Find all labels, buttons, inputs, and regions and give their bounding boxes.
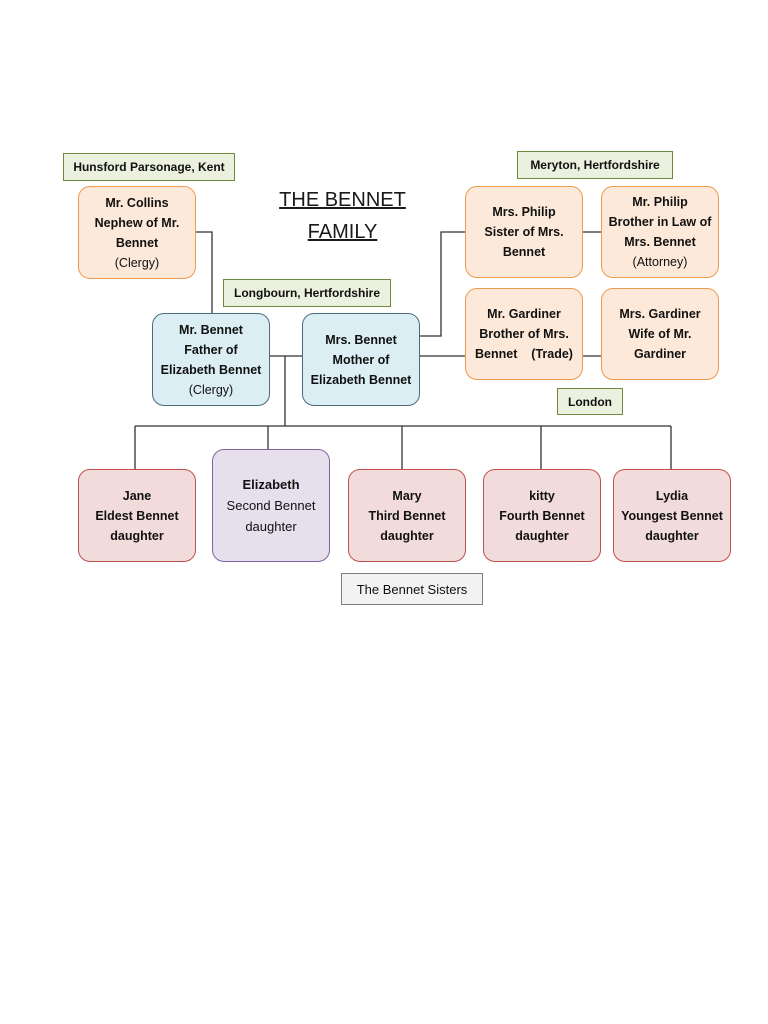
location-meryton: Meryton, Hertfordshire bbox=[517, 151, 673, 179]
sister-jane: Jane Eldest Bennet daughter bbox=[78, 469, 196, 562]
person-relation: Wife of Mr. bbox=[628, 327, 692, 341]
person-relation: Nephew of Mr. bbox=[94, 215, 180, 230]
sister-lydia: Lydia Youngest Bennet daughter bbox=[613, 469, 731, 562]
person-mr-gardiner: Mr. Gardiner Brother of Mrs. Bennet (Tra… bbox=[465, 288, 583, 380]
sister-description: Eldest Bennet bbox=[95, 508, 179, 523]
location-hunsford: Hunsford Parsonage, Kent bbox=[63, 153, 235, 181]
sister-elizabeth: Elizabeth Second Bennet daughter bbox=[212, 449, 330, 562]
person-relation: Brother of Mrs. bbox=[479, 327, 569, 341]
person-mrs-bennet: Mrs. Bennet Mother of Elizabeth Bennet bbox=[302, 313, 420, 406]
person-relation: Elizabeth Bennet bbox=[310, 372, 412, 387]
sister-name: Mary bbox=[392, 488, 422, 503]
sister-description: Third Bennet bbox=[368, 508, 446, 523]
person-mr-collins: Mr. Collins Nephew of Mr. Bennet (Clergy… bbox=[78, 186, 196, 279]
person-name: Mr. Collins bbox=[105, 195, 169, 210]
person-occupation: (Attorney) bbox=[632, 255, 688, 269]
sister-name: Lydia bbox=[655, 488, 689, 503]
person-relation: Brother in Law of bbox=[608, 215, 712, 229]
sister-name: Jane bbox=[122, 488, 152, 503]
connector-philip bbox=[420, 231, 465, 337]
person-relation: Bennet (Trade) bbox=[475, 347, 573, 361]
person-relation: Gardiner bbox=[633, 347, 687, 361]
person-mr-philip: Mr. Philip Brother in Law of Mrs. Bennet… bbox=[601, 186, 719, 278]
sisters-caption: The Bennet Sisters bbox=[341, 573, 483, 605]
person-relation: Sister of Mrs. bbox=[484, 225, 564, 239]
person-mrs-gardiner: Mrs. Gardiner Wife of Mr. Gardiner bbox=[601, 288, 719, 380]
person-mrs-philip: Mrs. Philip Sister of Mrs. Bennet bbox=[465, 186, 583, 278]
person-relation: Elizabeth Bennet bbox=[160, 362, 262, 377]
sister-description: daughter bbox=[110, 528, 164, 543]
sister-mary: Mary Third Bennet daughter bbox=[348, 469, 466, 562]
person-occupation: (Clergy) bbox=[114, 255, 160, 270]
sister-description: daughter bbox=[380, 528, 434, 543]
sister-description: Second Bennet bbox=[226, 498, 316, 513]
sister-description: daughter bbox=[515, 528, 569, 543]
person-mr-bennet: Mr. Bennet Father of Elizabeth Bennet (C… bbox=[152, 313, 270, 406]
sister-description: daughter bbox=[645, 528, 699, 543]
title-line-1: THE BENNET bbox=[279, 189, 406, 211]
sister-description: Fourth Bennet bbox=[499, 508, 585, 523]
person-occupation: (Clergy) bbox=[188, 382, 234, 397]
page-title: THE BENNET FAMILY bbox=[270, 184, 415, 248]
sister-description: Youngest Bennet bbox=[621, 508, 723, 523]
sister-kitty: kitty Fourth Bennet daughter bbox=[483, 469, 601, 562]
person-name: Mrs. Gardiner bbox=[619, 307, 701, 321]
person-relation: Mrs. Bennet bbox=[624, 235, 696, 249]
title-line-2: FAMILY bbox=[307, 221, 378, 243]
person-relation: Bennet bbox=[115, 235, 159, 250]
sister-description: daughter bbox=[245, 519, 297, 534]
person-relation: Bennet bbox=[502, 245, 546, 259]
person-relation: Father of bbox=[184, 342, 238, 357]
sister-name: kitty bbox=[529, 488, 555, 503]
connector-collins bbox=[196, 231, 213, 313]
person-relation: Mother of bbox=[332, 352, 390, 367]
person-name: Mrs. Philip bbox=[492, 205, 556, 219]
location-london: London bbox=[557, 388, 623, 415]
person-name: Mr. Gardiner bbox=[487, 307, 561, 321]
sister-name: Elizabeth bbox=[242, 477, 300, 492]
person-name: Mrs. Bennet bbox=[325, 332, 397, 347]
location-longbourn: Longbourn, Hertfordshire bbox=[223, 279, 391, 307]
person-name: Mr. Bennet bbox=[179, 322, 243, 337]
person-name: Mr. Philip bbox=[632, 195, 688, 209]
